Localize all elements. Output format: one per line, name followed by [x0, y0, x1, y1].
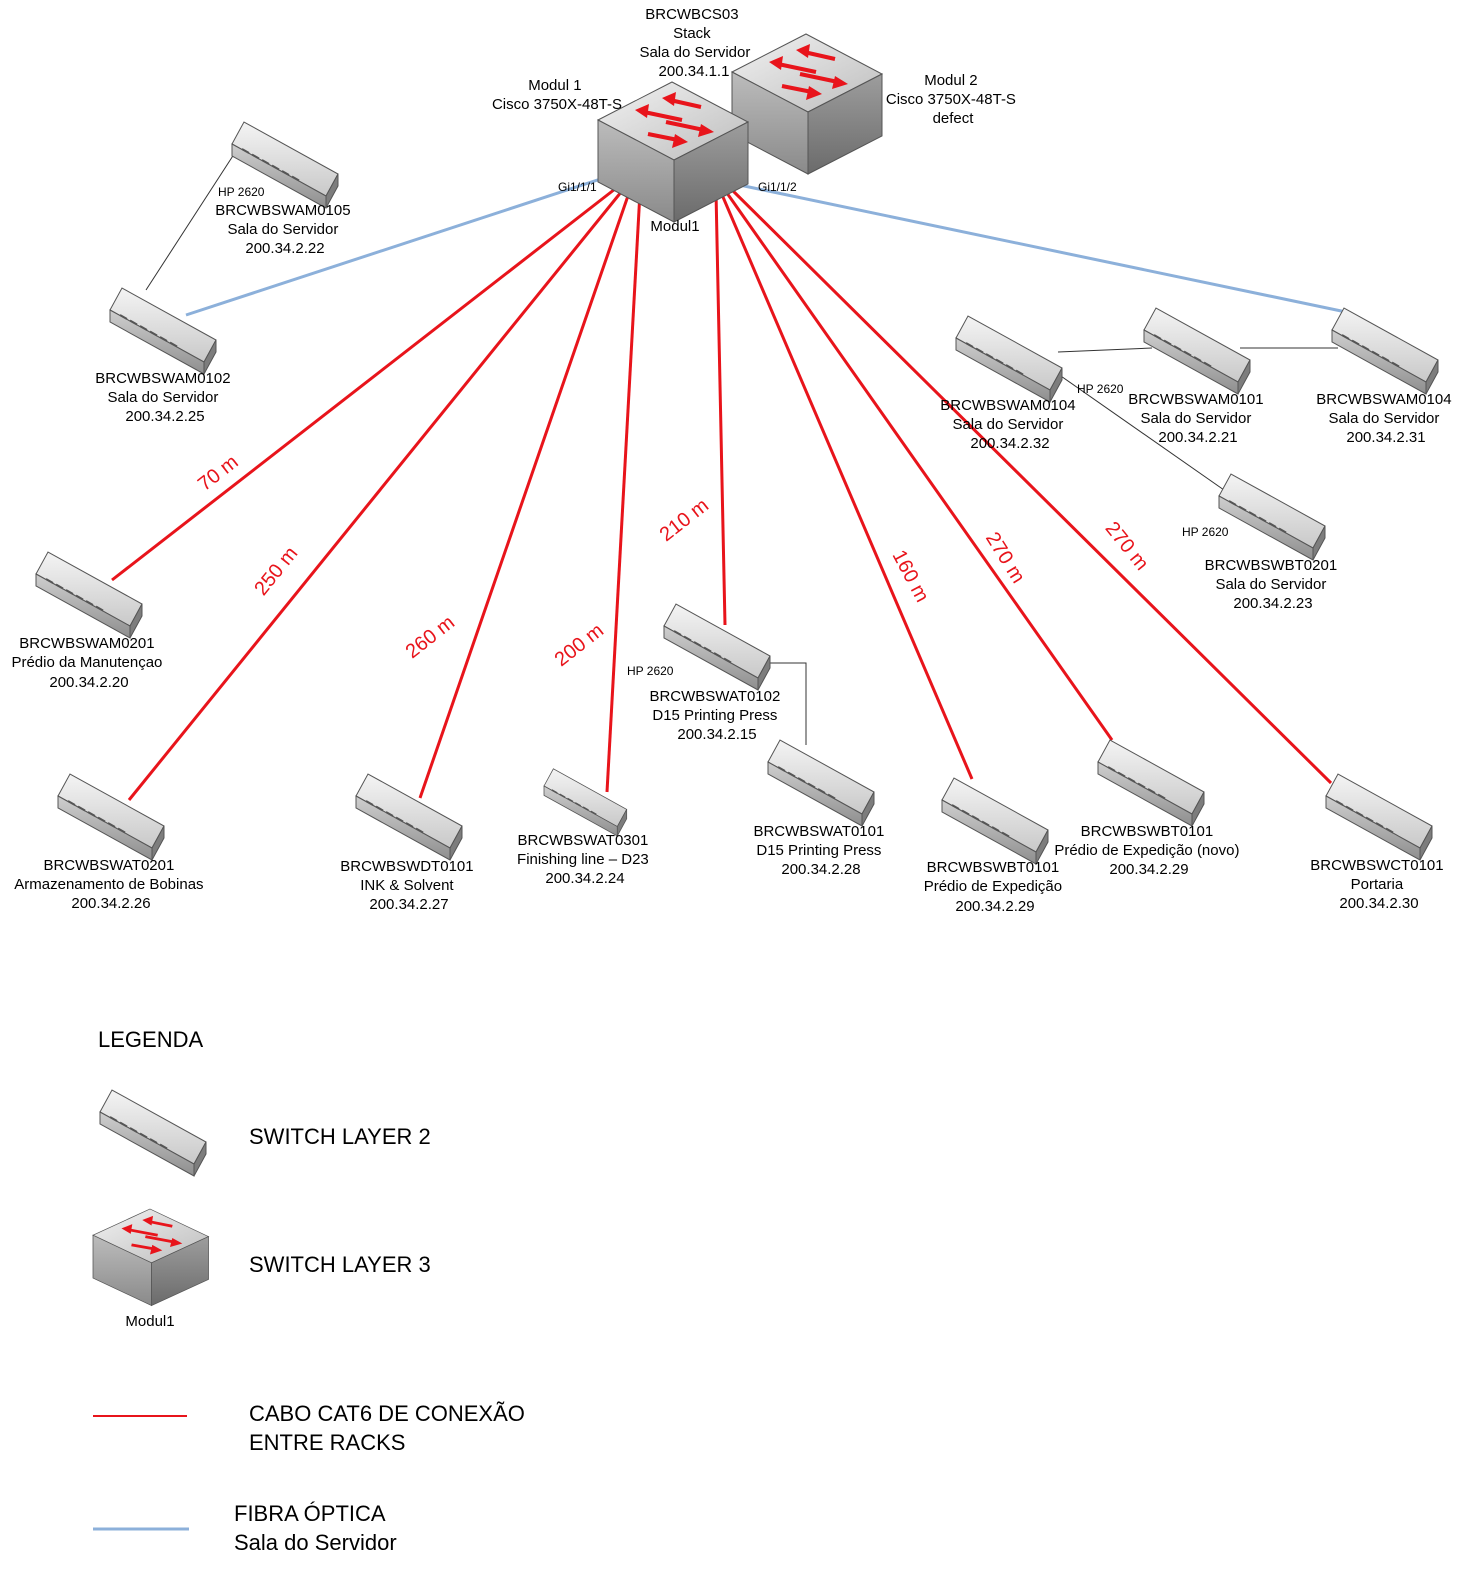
legend-layer2-label: SWITCH LAYER 2 [249, 1124, 431, 1149]
thin-link-am0104a-am0101 [1057, 347, 1153, 353]
switch-bt0101a[interactable] [941, 777, 1049, 865]
ct0101-label: BRCWBSWCT0101 Portaria 200.34.2.30 [1310, 857, 1448, 912]
switch-bt0101b[interactable] [1097, 739, 1205, 827]
legend-title: LEGENDA [98, 1027, 203, 1052]
cat6-link-am0201 [111, 180, 625, 582]
stack-label: BRCWBCS03 Stack Sala do Servidor 200.34.… [639, 6, 754, 80]
modul2-label: Modul 2 Cisco 3750X-48T-S defect [886, 72, 1020, 127]
am0104a-label: BRCWBSWAM0104 Sala do Servidor 200.34.2.… [940, 397, 1079, 452]
at0101-label: BRCWBSWAT0101 D15 Printing Press 200.34.… [753, 823, 888, 878]
switch-am0104b[interactable] [1331, 307, 1439, 395]
at0102-label: BRCWBSWAT0102 D15 Printing Press 200.34.… [649, 688, 784, 743]
distance-am0201: 70 m [194, 451, 243, 496]
cat6-link-at0102 [714, 191, 727, 626]
fiber-link-left [185, 168, 629, 317]
switch-am0201[interactable] [35, 551, 143, 639]
cat6-link-at0201 [127, 185, 628, 801]
distance-at0201: 250 m [250, 543, 302, 600]
cat6-link-bt0101b [720, 185, 1114, 741]
switch-dt0101[interactable] [355, 773, 463, 861]
legend-fiber-label: FIBRA ÓPTICA Sala do Servidor [234, 1501, 397, 1555]
distance-at0102: 210 m [656, 494, 713, 546]
bt0201-model: HP 2620 [1182, 525, 1229, 539]
switch-at0101[interactable] [767, 739, 875, 827]
thin-link-am0105-am0102 [145, 147, 239, 291]
at0102-model: HP 2620 [627, 664, 674, 678]
switch-am0104a[interactable] [955, 315, 1063, 403]
thin-link-at0102-at0101 [768, 662, 807, 745]
fiber-link-right [729, 181, 1347, 314]
am0104b-label: BRCWBSWAM0104 Sala do Servidor 200.34.2.… [1316, 391, 1455, 446]
bt0101a-label: BRCWBSWBT0101 Prédio de Expedição 200.34… [924, 859, 1067, 915]
legend-layer3-label: SWITCH LAYER 3 [249, 1252, 431, 1277]
switch-bt0201[interactable] [1218, 473, 1326, 561]
thin-link-am0104a-bt0201 [1057, 373, 1225, 491]
am0201-label: BRCWBSWAM0201 Prédio da Manutençao 200.3… [11, 635, 166, 691]
am0104a-model: HP 2620 [1077, 382, 1124, 396]
legend-layer3-caption: Modul1 [125, 1313, 174, 1330]
modul1-caption: Modul1 [650, 218, 699, 235]
am0101-label: BRCWBSWAM0101 Sala do Servidor 200.34.2.… [1128, 391, 1267, 446]
bt0201-label: BRCWBSWBT0201 Sala do Servidor 200.34.2.… [1205, 557, 1342, 612]
switch-at0201[interactable] [57, 773, 165, 861]
cat6-link-at0301 [605, 191, 642, 793]
switch-am0102[interactable] [109, 287, 217, 375]
legend: LEGENDA SWITCH LAYER 2 Modul1 SWITCH LAY… [91, 1027, 531, 1555]
connections [111, 147, 1347, 801]
modul1-label: Modul 1 Cisco 3750X-48T-S [492, 77, 622, 113]
dt0101-label: BRCWBSWDT0101 INK & Solvent 200.34.2.27 [340, 858, 478, 913]
at0201-label: BRCWBSWAT0201 Armazenamento de Bobinas 2… [14, 857, 207, 912]
switch-am0101[interactable] [1143, 307, 1251, 395]
distance-ct0101: 270 m [1101, 518, 1153, 575]
port-gi112: Gi1/1/2 [758, 180, 797, 194]
port-gi111: Gi1/1/1 [558, 180, 597, 194]
am0105-model: HP 2620 [218, 185, 265, 199]
am0105-label: BRCWBSWAM0105 Sala do Servidor 200.34.2.… [215, 202, 354, 257]
cat6-link-dt0101 [418, 189, 632, 799]
switch-at0301[interactable] [543, 768, 628, 837]
switch-at0102[interactable] [663, 603, 771, 691]
legend-layer3-icon [91, 1207, 211, 1308]
switch-ct0101[interactable] [1325, 773, 1433, 861]
at0301-label: BRCWBSWAT0301 Finishing line – D23 200.3… [517, 832, 653, 887]
distance-at0301: 200 m [551, 619, 608, 671]
legend-layer2-icon [99, 1089, 207, 1177]
cat6-link-ct0101 [722, 180, 1333, 785]
bt0101b-label: BRCWBSWBT0101 Prédio de Expedição (novo)… [1054, 823, 1243, 878]
distance-dt0101: 260 m [402, 611, 459, 663]
legend-cat6-label: CABO CAT6 DE CONEXÃO ENTRE RACKS [249, 1401, 531, 1455]
distance-bt0101b: 270 m [981, 528, 1029, 587]
am0102-label: BRCWBSWAM0102 Sala do Servidor 200.34.2.… [95, 370, 234, 425]
cat6-link-bt0101a [718, 189, 974, 780]
